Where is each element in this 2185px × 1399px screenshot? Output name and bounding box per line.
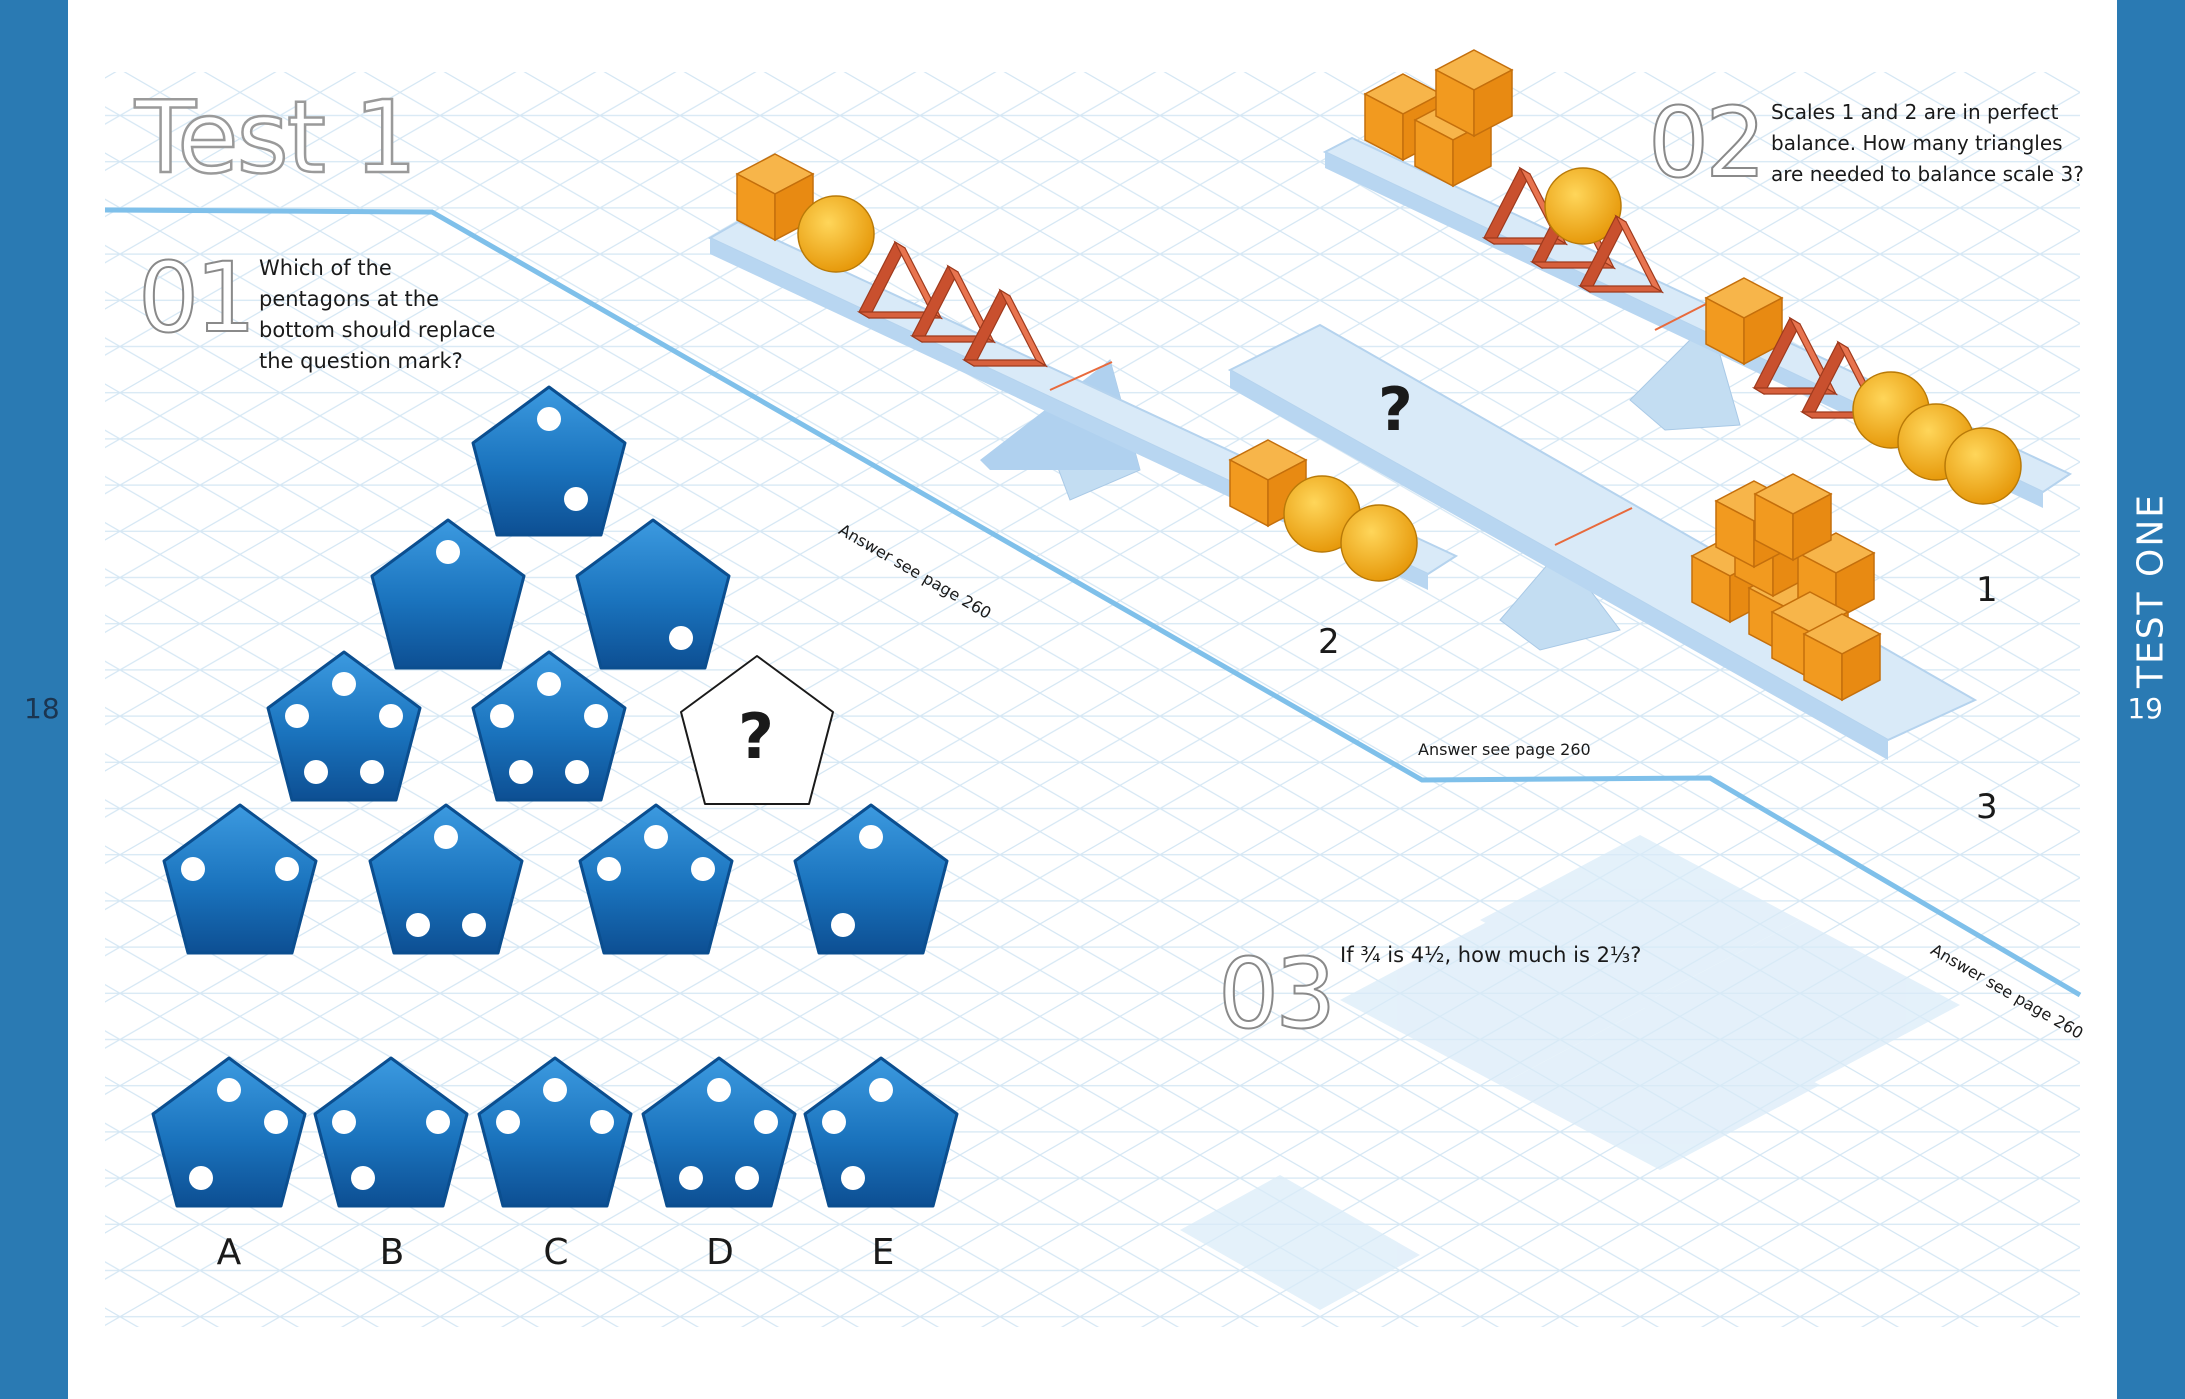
pentagon-icon [368, 803, 524, 955]
option-a-label: A [216, 1232, 242, 1273]
faded-floor-tiles [1180, 835, 1960, 1310]
page-title: Test 1 [134, 79, 419, 196]
pentagon-icon [266, 650, 422, 802]
scale-2-label: 2 [1318, 622, 1340, 662]
pentagon-icon [471, 650, 627, 802]
scale-1 [1322, 49, 2073, 508]
option-e-label: E [871, 1232, 895, 1273]
option-c-label: C [543, 1232, 569, 1273]
scale-3 [1227, 323, 1978, 760]
question-02-unknown-mark: ? [1378, 375, 1413, 445]
question-03-number: 03 [1217, 938, 1337, 1050]
left-page-number: 18 [24, 692, 60, 725]
option-e-pentagon[interactable] [803, 1056, 959, 1208]
pentagon-icon [793, 803, 949, 955]
question-mark-icon [680, 655, 834, 805]
right-edge-bar [2117, 0, 2185, 1399]
pentagon-icon [578, 803, 734, 955]
scale-3-label: 3 [1976, 787, 1998, 827]
question-03-text: If ¾ is 4½, how much is 2⅓? [1340, 943, 1642, 967]
question-02-answer-ref: Answer see page 260 [1418, 740, 1591, 759]
option-a-pentagon[interactable] [151, 1056, 307, 1208]
question-01-line-3: bottom should replace [259, 318, 496, 342]
question-02-line-1: Scales 1 and 2 are in perfect [1771, 100, 2059, 124]
left-edge-bar [0, 0, 68, 1399]
right-page-number: 19 [2127, 692, 2163, 725]
pentagon-icon [370, 518, 526, 670]
pentagon-icon [162, 803, 318, 955]
question-01-line-1: Which of the [259, 256, 392, 280]
question-01-unknown-mark: ? [738, 700, 774, 773]
question-02-line-2: balance. How many triangles [1771, 131, 2063, 155]
option-d-label: D [706, 1232, 734, 1273]
question-01-number: 01 [137, 242, 257, 354]
pentagon-icon [575, 518, 731, 670]
option-b-label: B [379, 1232, 405, 1273]
question-02-text: Scales 1 and 2 are in perfect balance. H… [1771, 97, 2091, 190]
question-02-number: 02 [1647, 87, 1767, 199]
scale-1-label: 1 [1976, 570, 1998, 610]
question-01-text: Which of the pentagons at the bottom sho… [259, 253, 519, 377]
option-d-pentagon[interactable] [641, 1056, 797, 1208]
question-02-line-3: are needed to balance scale 3? [1771, 162, 2084, 186]
pentagon-icon [471, 385, 627, 537]
question-01-line-2: pentagons at the [259, 287, 440, 311]
question-01-line-4: the question mark? [259, 349, 463, 373]
scale-2 [707, 153, 1459, 590]
option-b-pentagon[interactable] [313, 1056, 469, 1208]
option-c-pentagon[interactable] [477, 1056, 633, 1208]
